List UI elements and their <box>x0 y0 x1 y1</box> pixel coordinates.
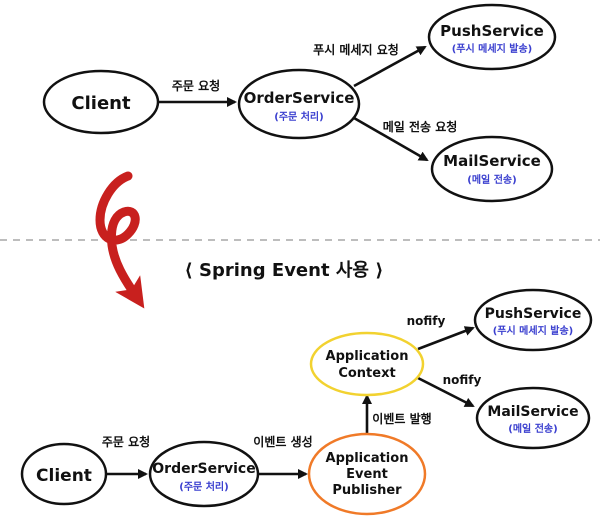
bottom-edge-event-label: 이벤트 생성 <box>253 434 312 449</box>
top-order-service-label: OrderService <box>244 89 355 107</box>
bottom-edge-order-label: 주문 요청 <box>102 434 150 449</box>
top-edge-mail-label: 메일 전송 요청 <box>383 119 458 134</box>
bottom-order-service-sub: (주문 처리) <box>179 480 228 493</box>
top-edge-push-label: 푸시 메세지 요청 <box>313 42 399 57</box>
publisher-line2: Event <box>346 467 388 482</box>
context-line2: Context <box>338 366 395 381</box>
publisher-node <box>307 432 427 516</box>
top-push-service-label: PushService <box>440 22 544 40</box>
top-order-service-node <box>237 68 361 140</box>
transition-arrow-icon <box>95 171 145 309</box>
section-title: ⟨ Spring Event 사용 ⟩ <box>185 260 384 281</box>
top-mail-service-node <box>430 135 554 203</box>
top-diagram: 주문 요청 푸시 메세지 요청 메일 전송 요청 Client OrderSer… <box>42 3 557 203</box>
bottom-mail-service-sub: (메일 전송) <box>508 422 557 435</box>
bottom-order-service-node <box>148 440 260 508</box>
top-edge-order-mail <box>353 116 429 162</box>
bottom-edge-notify-push-label: nofify <box>407 314 446 328</box>
context-line1: Application <box>326 349 409 364</box>
bottom-push-service-sub: (푸시 메세지 발송) <box>493 324 574 337</box>
top-push-service-sub: (푸시 메세지 발송) <box>452 42 533 55</box>
top-mail-service-label: MailService <box>443 152 541 170</box>
bottom-push-service-label: PushService <box>485 306 582 322</box>
top-edge-order-label: 주문 요청 <box>172 78 220 93</box>
top-order-service-sub: (주문 처리) <box>274 110 323 123</box>
top-client-node <box>42 69 160 135</box>
bottom-edge-publish-label: 이벤트 발행 <box>372 411 431 426</box>
bottom-client-label: Client <box>36 466 92 486</box>
bottom-edge-context-push <box>417 326 475 351</box>
publisher-line3: Publisher <box>332 483 402 498</box>
publisher-line1: Application <box>326 451 409 466</box>
top-mail-service-sub: (메일 전송) <box>467 173 516 186</box>
bottom-push-service-node <box>473 288 593 352</box>
bottom-client-node <box>20 442 108 506</box>
bottom-order-service-label: OrderService <box>152 461 255 477</box>
top-edge-order-push <box>353 45 427 88</box>
top-client-label: Client <box>71 93 131 114</box>
bottom-edge-context-mail <box>417 376 475 408</box>
context-node <box>309 331 425 397</box>
top-push-service-node <box>427 3 557 71</box>
bottom-mail-service-label: MailService <box>487 404 578 420</box>
bottom-mail-service-node <box>475 386 591 450</box>
bottom-diagram: 주문 요청 이벤트 생성 이벤트 발행 nofify nofify Client… <box>20 288 593 516</box>
bottom-edge-notify-mail-label: nofify <box>443 373 482 387</box>
